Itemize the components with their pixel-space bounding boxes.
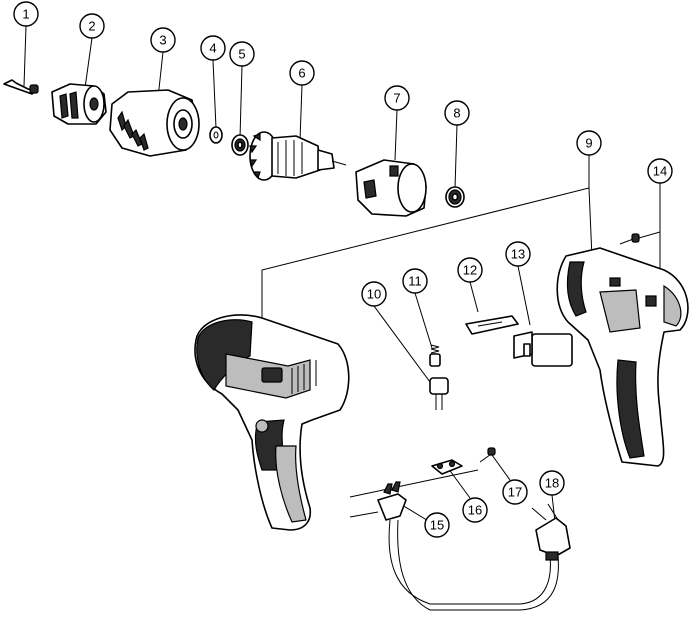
callout-18: 18 xyxy=(539,470,565,496)
callout-label: 7 xyxy=(393,91,400,106)
clamp-screw-part xyxy=(479,447,496,463)
callout-5: 5 xyxy=(229,41,255,67)
rear-bearing-part xyxy=(445,186,465,208)
spring-part xyxy=(429,344,441,367)
callout-11: 11 xyxy=(402,268,428,294)
capacitor-part xyxy=(429,377,449,410)
right-housing-part xyxy=(556,247,689,467)
screw-part xyxy=(3,79,39,95)
washer-part xyxy=(209,126,223,144)
callout-label: 14 xyxy=(653,164,667,179)
callout-label: 5 xyxy=(238,47,245,62)
callout-10: 10 xyxy=(361,281,387,307)
switch-part xyxy=(513,331,573,367)
callout-15: 15 xyxy=(424,512,450,538)
cord-clamp-part xyxy=(431,459,463,475)
front-bearing-part xyxy=(231,134,249,156)
callout-6: 6 xyxy=(289,60,315,86)
callout-label: 12 xyxy=(463,263,477,278)
callout-1: 1 xyxy=(13,1,39,27)
callout-label: 4 xyxy=(209,41,216,56)
callout-label: 18 xyxy=(545,476,559,491)
callout-label: 10 xyxy=(367,287,381,302)
callout-label: 11 xyxy=(408,274,422,289)
callout-label: 6 xyxy=(298,66,305,81)
callout-label: 17 xyxy=(508,485,522,500)
callout-12: 12 xyxy=(457,257,483,283)
callout-4: 4 xyxy=(200,35,226,61)
chuck-part xyxy=(51,83,107,125)
clutch-collar-part xyxy=(109,89,200,157)
left-housing-part xyxy=(194,314,350,531)
leader-lines xyxy=(23,25,661,526)
callout-16: 16 xyxy=(462,497,488,523)
callout-14: 14 xyxy=(647,158,673,184)
callout-label: 16 xyxy=(468,503,482,518)
callout-8: 8 xyxy=(444,100,470,126)
stator-part xyxy=(355,159,427,217)
callout-label: 2 xyxy=(88,19,95,34)
callout-17: 17 xyxy=(502,479,528,505)
housing-screw-part xyxy=(619,233,640,245)
callout-3: 3 xyxy=(150,27,176,53)
callout-label: 3 xyxy=(159,33,166,48)
callout-7: 7 xyxy=(384,85,410,111)
switch-button-part xyxy=(465,315,519,335)
armature-part xyxy=(249,131,347,181)
callout-9: 9 xyxy=(576,130,602,156)
callout-label: 1 xyxy=(22,7,29,22)
callout-13: 13 xyxy=(505,241,531,267)
callout-2: 2 xyxy=(79,13,105,39)
callout-label: 15 xyxy=(430,518,444,533)
callout-label: 8 xyxy=(453,106,460,121)
callout-label: 9 xyxy=(585,136,592,151)
power-cord-part xyxy=(377,481,571,611)
callout-label: 13 xyxy=(511,247,525,262)
